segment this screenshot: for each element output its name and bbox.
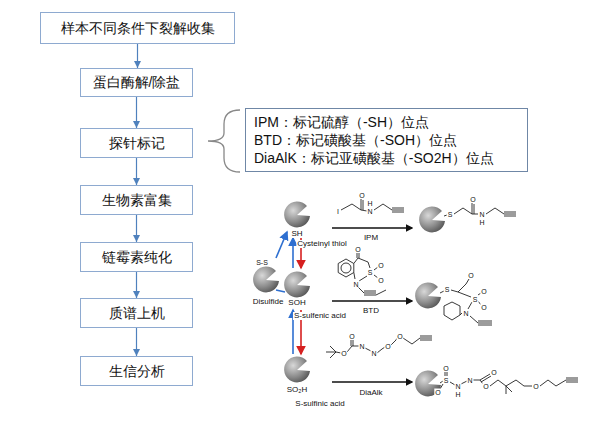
atom-label: O — [377, 277, 384, 284]
atom-label: S — [472, 296, 479, 303]
chem-label: SOH — [287, 299, 306, 307]
atom-label: O — [358, 192, 365, 199]
chem-label: Disulfide — [252, 298, 285, 306]
reaction-arrows — [332, 228, 412, 382]
atom-label: O — [396, 333, 403, 340]
atom-label: O — [480, 288, 487, 295]
atom-label: S — [447, 211, 454, 218]
atom-label: O — [532, 383, 539, 390]
chem-label: SH — [290, 230, 303, 238]
atom-label: S — [367, 269, 374, 276]
chem-label: Cysteinyl thiol — [296, 240, 347, 248]
chemical-bonds — [326, 199, 578, 394]
atom-label: H — [366, 200, 373, 207]
chem-label: S-sulfinic acid — [294, 400, 345, 408]
chem-label: SO₂H — [286, 386, 308, 394]
atom-label: O — [467, 272, 474, 279]
process-box: 生物素富集 — [80, 185, 193, 215]
brace — [208, 110, 240, 172]
atom-label: O — [469, 196, 476, 203]
box-text: 链霉素纯化 — [102, 248, 172, 266]
probe-note-box: IPM：标记硫醇（-SH）位点BTD：标记磺酸基（-SOH）位点DiaAlK：标… — [245, 108, 528, 172]
atom-label: N — [370, 350, 377, 357]
flow-arrow — [133, 215, 140, 242]
box-text: 生物素富集 — [102, 191, 172, 209]
flow-arrow — [133, 272, 140, 298]
box-text: IPM：标记硫醇（-SH）位点 — [254, 113, 429, 131]
flow-arrow — [133, 158, 140, 185]
atom-label: O — [442, 365, 449, 372]
atom-label: N — [466, 377, 473, 384]
box-text: BTD：标记磺酸基（-SOH）位点 — [254, 131, 457, 149]
atom-label: O — [434, 389, 441, 396]
flow-arrow — [134, 44, 141, 68]
atom-label: N — [478, 211, 485, 218]
atom-label: I — [336, 208, 340, 215]
atom-label: O — [384, 343, 391, 350]
atom-label: O — [377, 262, 384, 269]
atom-label: N — [352, 281, 359, 288]
state-arrows — [276, 232, 301, 354]
atom-label: O — [348, 333, 355, 340]
box-text: 蛋白酶解/除盐 — [93, 73, 181, 91]
atom-label: N — [366, 208, 373, 215]
box-text: DiaAlK：标记亚磺酸基（-SO2H）位点 — [254, 149, 494, 167]
process-box: 链霉素纯化 — [80, 242, 193, 272]
atom-label: O — [480, 304, 487, 311]
atom-label: H — [478, 219, 485, 226]
atom-label: N — [462, 310, 469, 317]
atom-label: S — [444, 286, 451, 293]
atom-label: O — [354, 246, 361, 253]
process-box: 样本不同条件下裂解收集 — [40, 12, 235, 44]
flow-arrow — [133, 328, 140, 356]
atom-label: O — [340, 350, 347, 357]
chem-label: DiaAlk — [358, 389, 383, 397]
box-text: 探针标记 — [109, 134, 165, 152]
atom-label: H — [454, 391, 461, 398]
atom-label: N — [454, 383, 461, 390]
process-box: 质谱上机 — [80, 298, 193, 328]
box-text: 质谱上机 — [109, 304, 165, 322]
chem-label: IPM — [363, 234, 379, 242]
atom-label: N — [358, 343, 365, 350]
atom-label: S — [443, 377, 450, 384]
atom-label: O — [490, 369, 497, 376]
atom-label: O — [482, 383, 489, 390]
process-box: 蛋白酶解/除盐 — [80, 68, 193, 97]
chem-label: S-S — [255, 259, 269, 266]
chem-label: BTD — [362, 307, 380, 315]
flow-arrow — [133, 97, 140, 128]
box-text: 样本不同条件下裂解收集 — [61, 19, 215, 37]
box-text: 生信分析 — [109, 362, 165, 380]
chem-label: S-sulfenic acid — [293, 312, 347, 320]
process-box: 探针标记 — [80, 128, 193, 158]
process-box: 生信分析 — [80, 356, 193, 386]
